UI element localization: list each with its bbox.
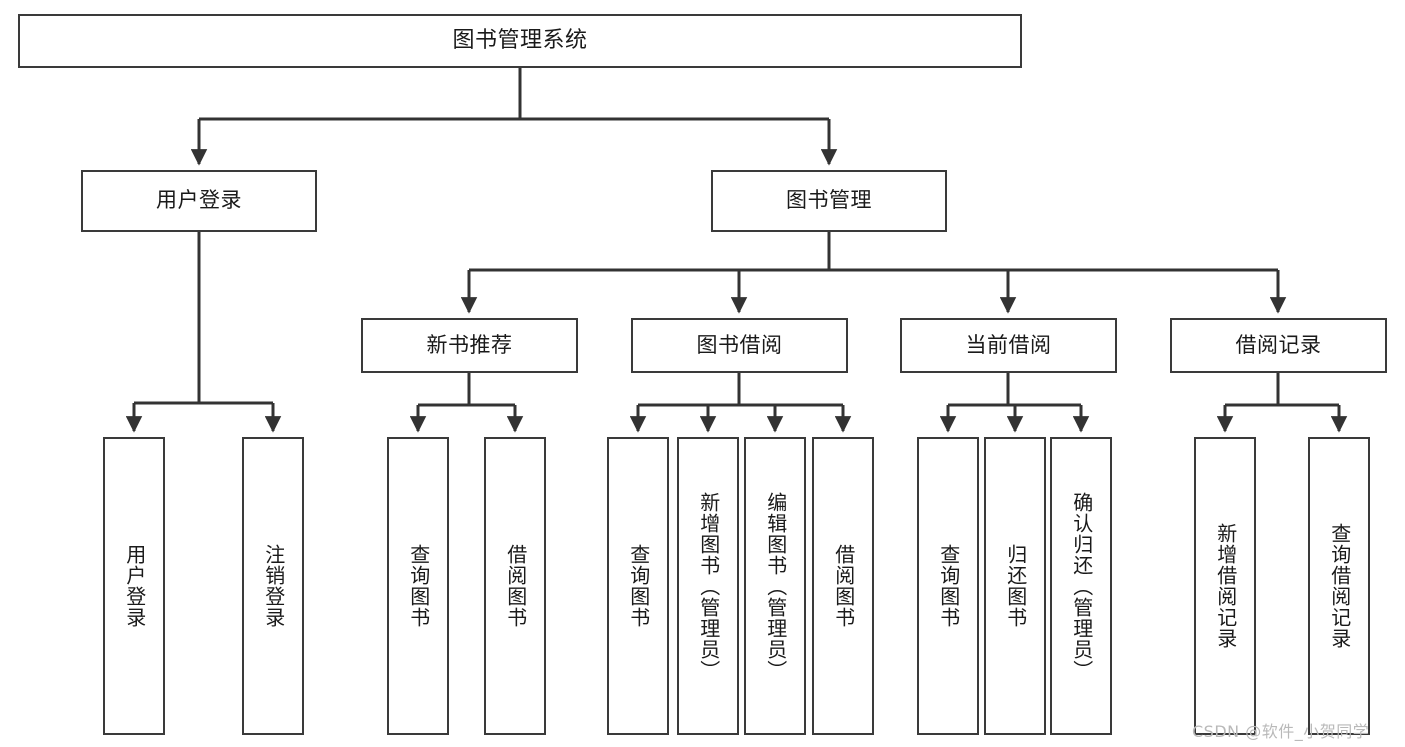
node-leaf-query-record[interactable]: 查询借阅记录 [1308, 437, 1370, 735]
node-book-manage[interactable]: 图书管理 [711, 170, 947, 232]
node-root-label: 图书管理系统 [452, 27, 588, 53]
node-root-system[interactable]: 图书管理系统 [18, 14, 1022, 68]
node-book-borrow[interactable]: 图书借阅 [631, 318, 848, 373]
node-leaf-query-record-label: 查询借阅记录 [1327, 523, 1352, 649]
node-new-book-rec-label: 新书推荐 [426, 332, 513, 357]
node-leaf-query-book-2[interactable]: 查询图书 [607, 437, 669, 735]
node-leaf-borrow-book-1[interactable]: 借阅图书 [484, 437, 546, 735]
node-user-login-label: 用户登录 [156, 188, 242, 213]
node-leaf-return-book-label: 归还图书 [1003, 544, 1028, 628]
node-leaf-confirm-return-label: 确认归还（管理员） [1069, 491, 1094, 681]
node-leaf-edit-book[interactable]: 编辑图书（管理员） [744, 437, 806, 735]
node-leaf-query-book-3[interactable]: 查询图书 [917, 437, 979, 735]
node-new-book-rec[interactable]: 新书推荐 [361, 318, 578, 373]
node-leaf-add-book[interactable]: 新增图书（管理员） [677, 437, 739, 735]
node-leaf-query-book-3-label: 查询图书 [936, 544, 961, 628]
node-leaf-add-record-label: 新增借阅记录 [1213, 523, 1238, 649]
node-leaf-user-login-label: 用户登录 [122, 544, 147, 628]
csdn-watermark: CSDN @软件_小贺同学 [1192, 722, 1370, 741]
node-borrow-record-label: 借阅记录 [1235, 332, 1322, 357]
node-leaf-borrow-book-1-label: 借阅图书 [503, 544, 528, 628]
node-leaf-user-logout[interactable]: 注销登录 [242, 437, 304, 735]
node-leaf-borrow-book-2[interactable]: 借阅图书 [812, 437, 874, 735]
node-leaf-add-record[interactable]: 新增借阅记录 [1194, 437, 1256, 735]
node-leaf-user-logout-label: 注销登录 [261, 544, 286, 628]
node-book-manage-label: 图书管理 [786, 188, 872, 213]
node-leaf-query-book-2-label: 查询图书 [626, 544, 651, 628]
node-borrow-record[interactable]: 借阅记录 [1170, 318, 1387, 373]
node-leaf-return-book[interactable]: 归还图书 [984, 437, 1046, 735]
node-book-borrow-label: 图书借阅 [696, 332, 783, 357]
node-leaf-confirm-return[interactable]: 确认归还（管理员） [1050, 437, 1112, 735]
node-leaf-query-book-1[interactable]: 查询图书 [387, 437, 449, 735]
node-current-borrow[interactable]: 当前借阅 [900, 318, 1117, 373]
node-leaf-user-login[interactable]: 用户登录 [103, 437, 165, 735]
node-user-login[interactable]: 用户登录 [81, 170, 317, 232]
node-current-borrow-label: 当前借阅 [965, 332, 1052, 357]
node-leaf-borrow-book-2-label: 借阅图书 [831, 544, 856, 628]
node-leaf-add-book-label: 新增图书（管理员） [696, 491, 721, 681]
node-leaf-query-book-1-label: 查询图书 [406, 544, 431, 628]
node-leaf-edit-book-label: 编辑图书（管理员） [763, 491, 788, 681]
